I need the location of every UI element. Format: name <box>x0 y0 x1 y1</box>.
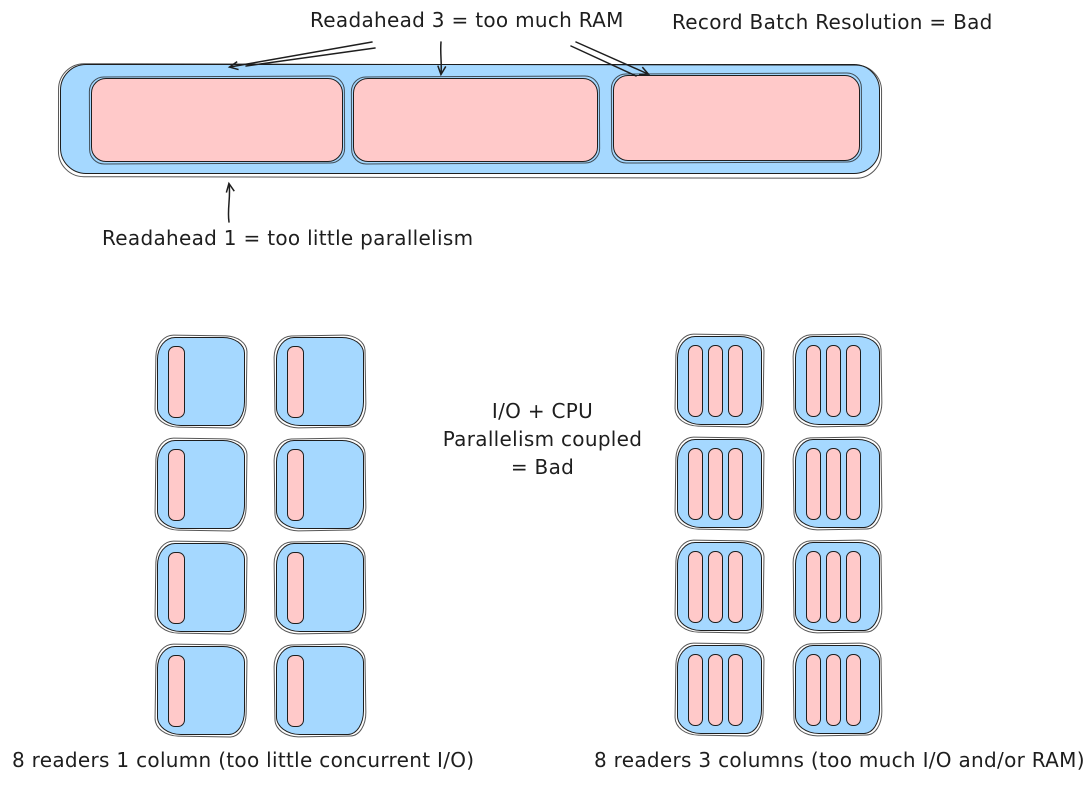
column-read-bar <box>688 551 703 623</box>
readers-3col-grid <box>677 336 880 734</box>
record-batch-block <box>353 78 598 162</box>
column-read-bar <box>806 448 821 520</box>
column-read-bar <box>806 654 821 726</box>
readers-1col-grid <box>157 337 364 735</box>
column-read-bar <box>728 448 743 520</box>
column-read-bar <box>688 345 703 417</box>
readahead1-label: Readahead 1 = too little parallelism <box>102 226 474 250</box>
record-batch-resolution-label: Record Batch Resolution = Bad <box>672 10 993 34</box>
column-read-bar <box>826 551 841 623</box>
column-read-bar <box>728 551 743 623</box>
reader-box <box>157 337 245 426</box>
column-read-bar <box>688 448 703 520</box>
column-read-bar <box>826 448 841 520</box>
reader-box <box>677 542 762 631</box>
column-read-bar <box>168 346 185 418</box>
reader-box <box>795 542 880 631</box>
note-line: Parallelism coupled <box>442 427 643 451</box>
reader-box <box>157 646 245 735</box>
right-grid-caption: 8 readers 3 columns (too much I/O and/or… <box>594 748 1085 772</box>
column-read-bar <box>728 654 743 726</box>
column-read-bar <box>287 346 304 418</box>
readahead3-label: Readahead 3 = too much RAM <box>310 8 624 32</box>
coupled-parallelism-note: I/O + CPU Parallelism coupled = Bad <box>430 397 655 481</box>
reader-box <box>677 645 762 734</box>
note-line: I/O + CPU <box>491 399 594 423</box>
column-read-bar <box>688 654 703 726</box>
reader-box <box>276 337 364 426</box>
column-read-bar <box>168 655 185 727</box>
column-read-bar <box>708 448 723 520</box>
column-read-bar <box>728 345 743 417</box>
column-read-bar <box>846 551 861 623</box>
column-read-bar <box>708 345 723 417</box>
column-read-bar <box>287 449 304 521</box>
column-read-bar <box>287 655 304 727</box>
reader-box <box>795 439 880 528</box>
reader-box <box>157 543 245 632</box>
column-read-bar <box>168 449 185 521</box>
note-line: = Bad <box>510 455 575 479</box>
column-read-bar <box>846 448 861 520</box>
reader-box <box>677 439 762 528</box>
reader-box <box>677 336 762 425</box>
left-grid-caption: 8 readers 1 column (too little concurren… <box>12 748 475 772</box>
record-batch-block <box>613 75 860 161</box>
readahead-buffer-bar <box>60 64 880 174</box>
column-read-bar <box>846 654 861 726</box>
column-read-bar <box>826 654 841 726</box>
reader-box <box>276 440 364 529</box>
column-read-bar <box>826 345 841 417</box>
reader-box <box>157 440 245 529</box>
reader-box <box>795 336 880 425</box>
arrow-readahead1-up-icon <box>225 181 235 223</box>
column-read-bar <box>287 552 304 624</box>
column-read-bar <box>708 654 723 726</box>
reader-box <box>276 543 364 632</box>
record-batch-block <box>91 78 343 162</box>
column-read-bar <box>806 551 821 623</box>
column-read-bar <box>846 345 861 417</box>
column-read-bar <box>168 552 185 624</box>
reader-box <box>795 645 880 734</box>
column-read-bar <box>708 551 723 623</box>
column-read-bar <box>806 345 821 417</box>
reader-box <box>276 646 364 735</box>
